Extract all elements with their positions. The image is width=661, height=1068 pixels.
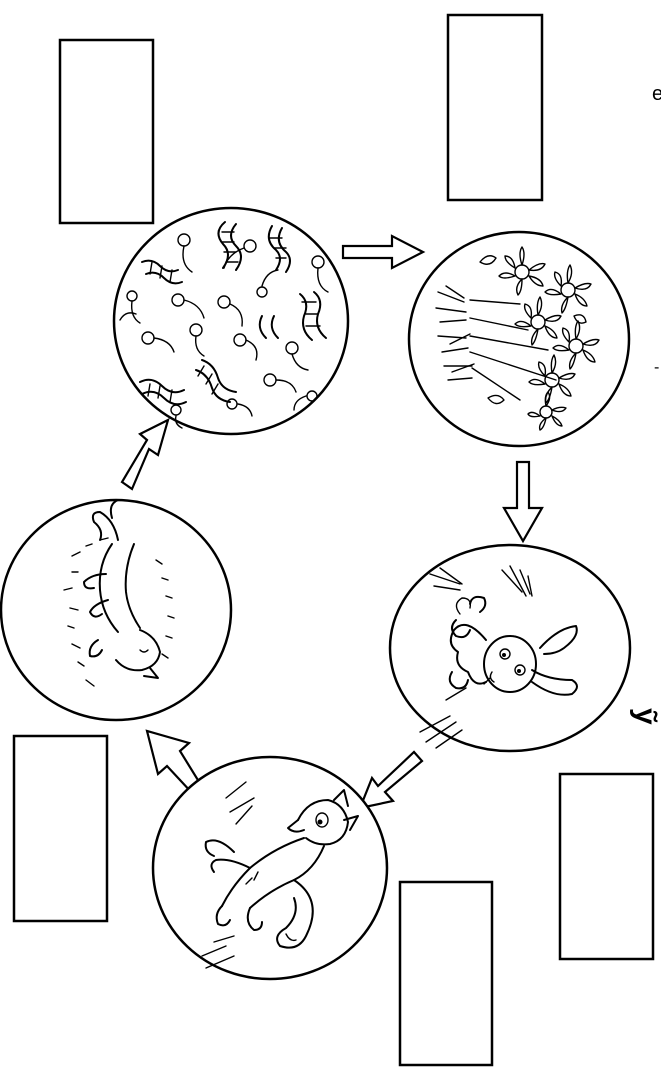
- label-box-decomposers[interactable]: [60, 40, 153, 223]
- arrow-dead-animal-to-decomposers: [122, 420, 168, 489]
- stage-herbivore: [390, 545, 630, 751]
- arrow-herbivore-to-carnivore: [360, 752, 422, 808]
- stage-carnivore: [153, 757, 387, 979]
- label-box-carnivore[interactable]: [400, 882, 492, 1065]
- margin-mark-top: e: [652, 83, 661, 105]
- label-box-dead-animal[interactable]: [14, 736, 107, 921]
- stage-plants: [409, 232, 629, 446]
- label-box-plants[interactable]: [448, 15, 542, 200]
- stage-dead-animal: [1, 500, 231, 720]
- arrow-decomposers-to-plants: [343, 236, 423, 268]
- arrow-plants-to-herbivore: [504, 462, 542, 541]
- label-box-herbivore[interactable]: [560, 774, 653, 959]
- margin-mark-mid: -: [654, 359, 659, 376]
- stage-decomposers: [114, 208, 348, 434]
- margin-mark-bottom: ỹ: [629, 708, 661, 725]
